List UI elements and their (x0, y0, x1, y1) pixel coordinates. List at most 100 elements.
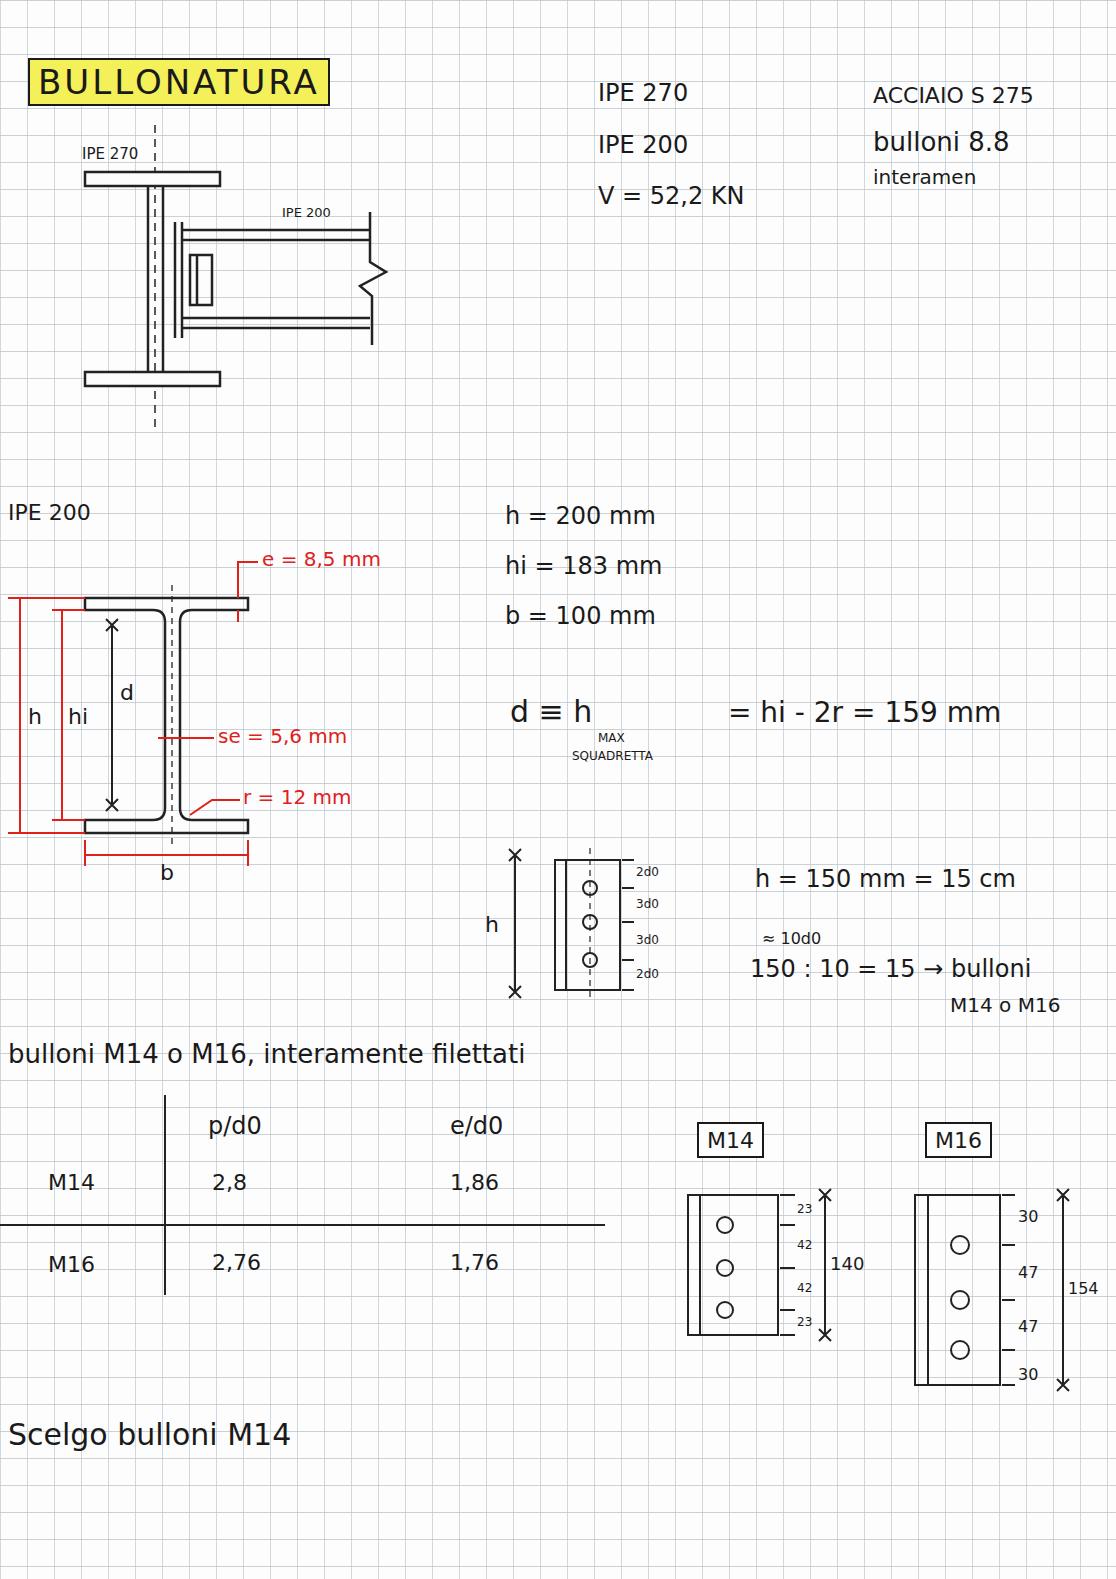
plate-sketch (509, 848, 634, 1002)
break-line (360, 212, 386, 345)
note-label: se = 5,6 mm (218, 725, 347, 748)
bolt-hole (583, 915, 597, 929)
note-label: IPE 270 (598, 80, 688, 108)
bolt-hole (951, 1236, 969, 1254)
note-label: hi (68, 704, 88, 729)
note-label: 154 (1068, 1280, 1099, 1298)
note-label: e/d0 (450, 1113, 503, 1141)
label-box: M16 (925, 1122, 992, 1158)
note-label: 1,76 (450, 1250, 499, 1275)
note-label: 2d0 (636, 968, 659, 982)
bolt-hole (717, 1217, 733, 1233)
note-label: bulloni 8.8 (873, 128, 1010, 158)
angle-cleat (190, 255, 212, 305)
bolt-hole (951, 1291, 969, 1309)
note-label: 3d0 (636, 934, 659, 948)
m14-plate (688, 1189, 831, 1341)
dimension-tick (819, 1189, 831, 1341)
label-box: M14 (697, 1122, 764, 1158)
note-label: IPE 200 (8, 500, 91, 525)
dimension-tick (509, 849, 521, 998)
connection-sketch (85, 125, 386, 432)
leader-line (190, 800, 240, 815)
note-label: 23 (797, 1316, 812, 1330)
beam-flange (182, 327, 370, 330)
note-label: interamen (873, 166, 976, 189)
note-label: 30 (1018, 1208, 1038, 1226)
box-label: M16 (935, 1128, 982, 1153)
note-label: MAX (598, 732, 625, 746)
note-label: hi = 183 mm (505, 553, 662, 581)
center-line (589, 848, 590, 1002)
column-flange (85, 372, 220, 386)
note-label: 2,8 (212, 1170, 247, 1195)
note-label: b (160, 860, 174, 885)
table-rule (0, 1224, 605, 1226)
dimension-tick (1002, 1195, 1015, 1385)
plate (555, 860, 620, 990)
note-label: 42 (797, 1239, 812, 1253)
center-line (171, 585, 172, 845)
note-label: p/d0 (208, 1113, 262, 1141)
extension-line (52, 819, 85, 821)
plate (915, 1195, 1000, 1385)
extension-line (84, 840, 86, 866)
end-plate (174, 222, 177, 338)
note-label: 2,76 (212, 1250, 261, 1275)
note-label: 23 (797, 1203, 812, 1217)
angle-cleat (196, 255, 199, 305)
note-label: M16 (48, 1252, 95, 1277)
bolt-hole (951, 1341, 969, 1359)
note-label: 150 : 10 = 15 → bulloni (750, 956, 1031, 984)
dimension-tick (106, 619, 118, 811)
dimension-line (19, 598, 21, 833)
note-label: h (28, 704, 42, 729)
note-label: r = 12 mm (243, 786, 351, 809)
extension-line (247, 840, 249, 866)
note-label: ACCIAIO S 275 (873, 83, 1034, 108)
dimension-line (1062, 1195, 1064, 1385)
bolt-hole (583, 881, 597, 895)
note-label: d (120, 680, 134, 705)
ipe-section (85, 585, 248, 845)
plate-edge (927, 1195, 929, 1385)
dimension-tick (1057, 1189, 1069, 1391)
dimension-tick (622, 860, 634, 990)
note-label: = hi - 2r = 159 mm (728, 697, 1001, 729)
extension-line (8, 832, 85, 834)
beam-flange (182, 239, 370, 242)
extension-line (8, 597, 85, 599)
note-label: h (485, 912, 499, 937)
extension-line (52, 609, 85, 611)
table-rule (164, 1095, 166, 1295)
dimension-line (514, 855, 516, 992)
note-label: e = 8,5 mm (262, 548, 381, 571)
dimension-line (111, 625, 113, 805)
note-label: h = 200 mm (505, 503, 656, 531)
note-label: 42 (797, 1282, 812, 1296)
note-label: d ≡ h (510, 695, 592, 730)
note-label: 47 (1018, 1318, 1038, 1336)
note-label: h = 150 mm = 15 cm (755, 866, 1016, 894)
bolt-hole (717, 1302, 733, 1318)
note-label: bulloni M14 o M16, interamente filettati (8, 1040, 525, 1070)
ipe-profile (85, 598, 248, 833)
note-label: 140 (830, 1254, 864, 1275)
dimension-line (85, 854, 248, 856)
plate (688, 1195, 778, 1335)
note-label: IPE 200 (598, 132, 688, 160)
column-web (147, 186, 150, 372)
column-web (162, 186, 165, 372)
note-label: IPE 200 (282, 206, 331, 221)
note-label: SQUADRETTA (572, 750, 653, 764)
note-label: Scelgo bulloni M14 (8, 1418, 291, 1453)
box-label: M14 (707, 1128, 754, 1153)
column-flange (85, 172, 220, 186)
leader-line (158, 737, 214, 739)
note-label: 47 (1018, 1264, 1038, 1282)
page-title: BULLONATURA (28, 58, 330, 106)
note-label: ≈ 10d0 (762, 930, 821, 948)
bolt-hole (717, 1260, 733, 1276)
beam-flange (182, 317, 370, 320)
